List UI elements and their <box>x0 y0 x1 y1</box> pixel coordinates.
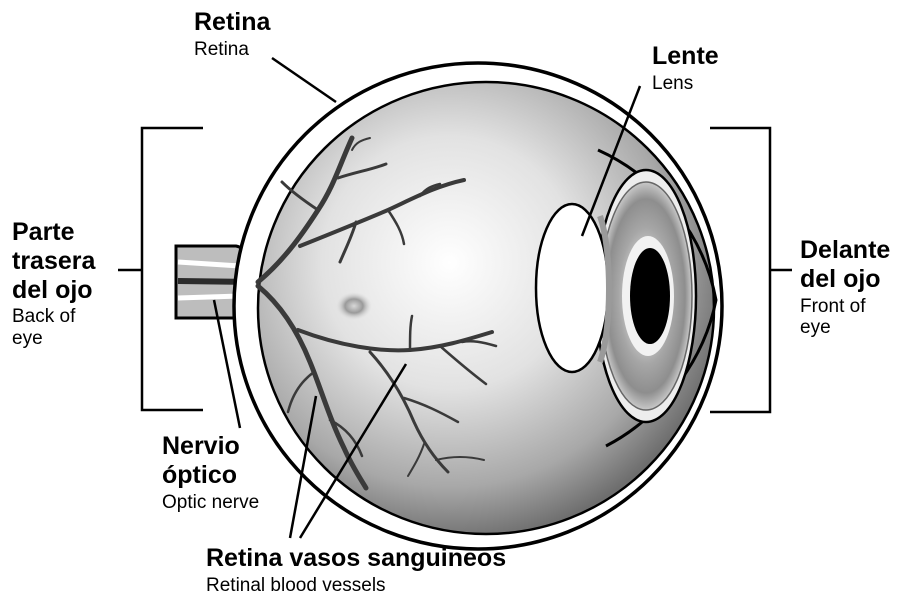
label-front-en-1: Front of <box>800 296 890 318</box>
label-lens: Lente Lens <box>652 42 719 95</box>
label-front-es-1: Delante <box>800 236 890 265</box>
label-back-en-2: eye <box>12 328 95 350</box>
label-back-of-eye: Parte trasera del ojo Back of eye <box>12 218 95 350</box>
macula-spot <box>336 292 372 320</box>
label-back-en-1: Back of <box>12 306 95 328</box>
label-front-es-2: del ojo <box>800 265 890 294</box>
label-optic-nerve: Nervio óptico Optic nerve <box>162 432 259 513</box>
label-front-en-2: eye <box>800 317 890 339</box>
label-vessels-es: Retina vasos sanguineos <box>206 544 506 573</box>
bracket-front <box>710 128 792 412</box>
label-back-es-3: del ojo <box>12 276 95 305</box>
label-retina-es: Retina <box>194 8 270 37</box>
label-retina: Retina Retina <box>194 8 270 61</box>
label-retina-en: Retina <box>194 39 270 61</box>
label-retinal-vessels: Retina vasos sanguineos Retinal blood ve… <box>206 544 506 597</box>
leader-retina <box>272 58 336 102</box>
label-optic-es-2: óptico <box>162 461 259 490</box>
label-front-of-eye: Delante del ojo Front of eye <box>800 236 890 339</box>
label-back-es-2: trasera <box>12 247 95 276</box>
label-back-es-1: Parte <box>12 218 95 247</box>
label-lens-es: Lente <box>652 42 719 71</box>
lens-shape <box>536 204 608 372</box>
label-lens-en: Lens <box>652 73 719 95</box>
label-vessels-en: Retinal blood vessels <box>206 575 506 597</box>
label-optic-es-1: Nervio <box>162 432 259 461</box>
label-optic-en: Optic nerve <box>162 492 259 514</box>
